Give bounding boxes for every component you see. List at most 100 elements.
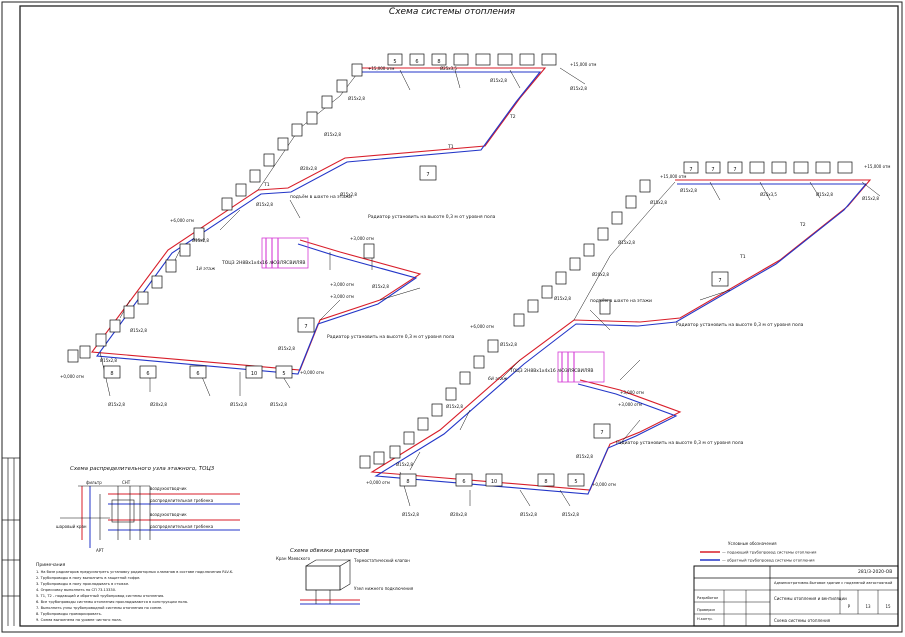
radiator (189, 365, 207, 379)
node-scheme: Схема распределительного узла этажного, … (56, 466, 240, 553)
radiator (431, 403, 443, 417)
pipe-label: T2 (799, 222, 806, 228)
radiator-number: 5 (282, 371, 285, 377)
legend-title: Условные обозначения (728, 541, 777, 546)
elevation-label: +3,000 отм (330, 294, 354, 299)
radiator (275, 365, 293, 379)
radiator (815, 161, 831, 174)
size-label: Ø15х2,8 (862, 196, 879, 201)
radiator (389, 445, 401, 459)
radiator (497, 53, 513, 66)
radiator (837, 161, 853, 174)
radiator (599, 299, 611, 315)
radiator-note: Радиатор установить на высоте 0,3 м от у… (616, 440, 744, 446)
radiator-number: 6 (146, 371, 149, 377)
stamp-code: 281/3-2020-ОВ (858, 569, 892, 575)
radiator (95, 333, 107, 347)
radiator-scheme: Схема обвязки радиаторов Кран Маевского … (276, 548, 414, 605)
sheet-title: Схема системы отопления (389, 7, 516, 17)
margin-strip (2, 457, 20, 626)
size-label: Ø15х2,8 (270, 402, 287, 407)
size-label: Ø15х2,8 (490, 78, 507, 83)
note-line: 5. Т1, Т2 - подающий и обратный трубопро… (36, 594, 164, 598)
radiator (321, 95, 333, 109)
radiator (445, 387, 457, 401)
node-label: распределительная гребенка (150, 524, 214, 529)
radiator (387, 53, 403, 66)
notes-title: Примечания (36, 562, 66, 568)
radiator-number: 10 (251, 371, 257, 377)
radiator (373, 451, 385, 465)
radiator-number: 7 (426, 172, 429, 178)
size-label: Ø15х2,8 (402, 512, 419, 517)
radiator (67, 349, 79, 363)
radiator-number: 10 (491, 479, 497, 485)
stamp-role: Проверил (697, 608, 715, 612)
radiator (611, 211, 623, 225)
radiator (359, 455, 371, 469)
pipe-label: T1 (739, 254, 746, 260)
elevation-label: +3,000 отм (350, 236, 374, 241)
radiator-number: 7 (733, 167, 736, 173)
stamp-role: Н.контр. (697, 617, 713, 621)
radiator (277, 137, 289, 151)
radiator-number: 8 (110, 371, 113, 377)
radiator (541, 285, 553, 299)
radiator-number: 8 (437, 59, 440, 65)
radiator (419, 165, 437, 181)
stamp-stage: Р (848, 604, 851, 609)
node-label: АРТ (96, 548, 104, 553)
radiator (403, 431, 415, 445)
radiator-number: 7 (600, 430, 603, 436)
radiator (151, 275, 163, 289)
radiator (541, 53, 557, 66)
radiator-scheme-label: Кран Маевского (276, 556, 311, 561)
size-label: Ø20х2,8 (450, 512, 467, 517)
elevation-label: +0,000 отм (366, 480, 390, 485)
notes: Примечания 1. На базе радиаторов предусм… (36, 562, 233, 622)
radiator (221, 197, 233, 211)
node-label: шаровый кран (56, 524, 87, 529)
stamp-address: Административно-бытовое здание с подземн… (774, 581, 893, 585)
radiator (351, 63, 363, 77)
riser-note: подъём в шахте на этажи (590, 298, 652, 304)
legend-item: — подающий трубопровод системы отопления (722, 550, 816, 555)
riser-note: подъём в шахте на этажи (290, 194, 352, 200)
radiator (139, 365, 157, 379)
radiator (235, 183, 247, 197)
radiator (245, 365, 263, 379)
radiator-number: 7 (711, 167, 714, 173)
size-label: Ø15х2,8 (618, 240, 635, 245)
size-label: Ø15х2,8 (396, 462, 413, 467)
floor-label: 1й этаж (196, 266, 216, 272)
radiator (455, 473, 473, 487)
radiator (417, 417, 429, 431)
elevation-label: +0,000 отм (300, 370, 324, 375)
radiator-numbers-left: 5 6 8 8 6 6 10 5 7 7 (110, 59, 440, 377)
radiator (473, 355, 485, 369)
distribution-unit-label: ТОЦ3 2Н8Вх1х4х16 лЮ3ЛЯСВИЛЯВ (221, 260, 305, 266)
note-line: 6. Все трубопроводы системы отопления пр… (36, 600, 188, 604)
radiator-scheme-label: Узел нижнего подключения (354, 586, 414, 591)
size-label: Ø15х2,8 (256, 202, 273, 207)
elevation-label: +6,000 отм (470, 324, 494, 329)
radiator (519, 53, 535, 66)
radiator-note: Радиатор установить на высоте 0,3 м от у… (327, 334, 455, 340)
size-label: Ø15х2,8 (554, 296, 571, 301)
radiator (103, 365, 121, 379)
radiator (431, 53, 447, 66)
legend: Условные обозначения — подающий трубопро… (700, 541, 816, 563)
plan-6th-floor (370, 179, 881, 507)
radiator (179, 243, 191, 257)
radiator (727, 161, 743, 174)
radiator (537, 473, 555, 487)
radiator-number: 7 (718, 278, 721, 284)
radiator (487, 339, 499, 353)
radiator-number: 6 (462, 479, 465, 485)
size-label: Ø15х2,8 (278, 346, 295, 351)
legend-item: — обратный трубопровод системы отопления (722, 558, 815, 563)
size-label: Ø25х3,5 (440, 66, 457, 71)
radiator (711, 271, 729, 287)
elevation-label: +3,000 отм (620, 390, 644, 395)
elevation-label: +15,000 отм (660, 174, 686, 179)
